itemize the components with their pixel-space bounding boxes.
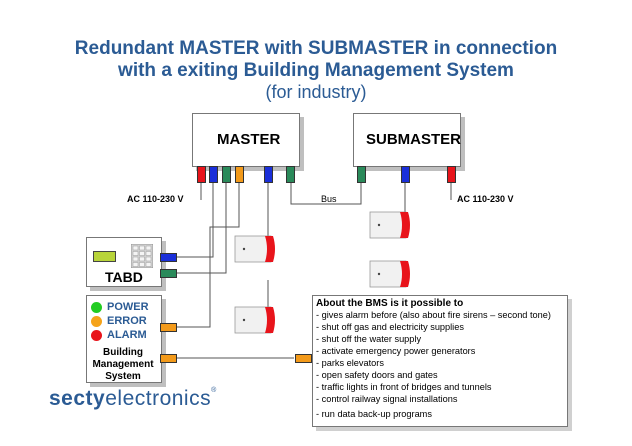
info-item: - run data back-up programs [316, 409, 432, 419]
company-logo: sectyelectronics® [49, 387, 217, 411]
master-power-label: AC 110-230 V [127, 194, 184, 204]
submaster-bus-port [357, 166, 366, 183]
info-item: - traffic lights in front of bridges and… [316, 382, 492, 392]
submaster-label: SUBMASTER [366, 131, 462, 148]
tabd-label: TABD [105, 269, 143, 285]
siren-icon [234, 306, 275, 334]
bms-capabilities-box [312, 295, 568, 427]
submaster-unit [353, 113, 461, 167]
power-status: POWER [107, 301, 149, 313]
submaster-siren-port [401, 166, 410, 183]
info-item: - parks elevators [316, 358, 384, 368]
bms-output-port [160, 354, 177, 363]
error-led-icon [91, 316, 102, 327]
master-unit [192, 113, 300, 167]
bms-name-3: System [105, 371, 141, 382]
tabd-green-wire [176, 183, 227, 274]
master-bus-port [286, 166, 295, 183]
display-icon [93, 251, 116, 262]
alarm-led-icon [91, 330, 102, 341]
tabd-green-port [160, 269, 177, 278]
power-led-icon [91, 302, 102, 313]
siren-icon [369, 211, 410, 239]
alarm-status: ALARM [107, 329, 147, 341]
logo-mark: ® [211, 387, 217, 394]
tabd-blue-wire [176, 183, 214, 258]
master-tabd-port [209, 166, 218, 183]
info-item: - control railway signal installations [316, 394, 458, 404]
info-input-port [295, 354, 312, 363]
title-line-1: Redundant MASTER with SUBMASTER in conne… [74, 38, 558, 59]
bus-wire [290, 183, 362, 205]
info-item: - open safety doors and gates [316, 370, 438, 380]
info-title: About the BMS is it possible to [316, 298, 464, 309]
bms-orange-wire [176, 183, 240, 328]
keypad-icon [131, 244, 153, 268]
master-bms-port [235, 166, 244, 183]
submaster-power-label: AC 110-230 V [457, 194, 514, 204]
info-item: - shut off the water supply [316, 334, 422, 344]
info-item: - activate emergency power generators [316, 346, 476, 356]
siren-icon [234, 235, 275, 263]
info-item: - shut off gas and electricity supplies [316, 322, 464, 332]
submaster-power-port [447, 166, 456, 183]
logo-part-1: secty [49, 387, 106, 410]
siren-icon [369, 260, 410, 288]
subtitle: (for industry) [265, 82, 367, 102]
bus-label: Bus [321, 194, 337, 204]
master-siren-port [264, 166, 273, 183]
bms-name-1: Building [103, 347, 143, 358]
title-line-2: with a exiting Building Management Syste… [118, 60, 514, 81]
tabd-blue-port [160, 253, 177, 262]
logo-part-2: electronics [105, 387, 212, 410]
error-status: ERROR [107, 315, 147, 327]
bms-name-2: Management [92, 359, 154, 370]
bms-master-port [160, 323, 177, 332]
master-power-port [197, 166, 206, 183]
master-tabd-green-port [222, 166, 231, 183]
info-item: - gives alarm before (also about fire si… [316, 310, 551, 320]
master-label: MASTER [217, 131, 281, 148]
